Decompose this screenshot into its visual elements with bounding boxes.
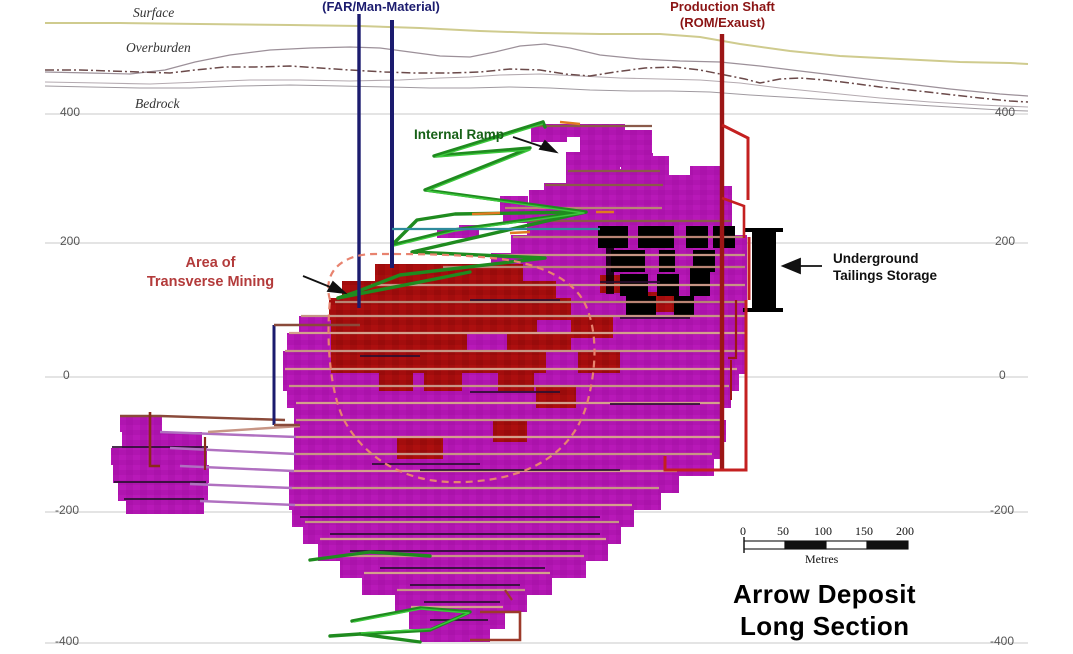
- production-shaft-label-line1: Production Shaft: [670, 0, 775, 14]
- scalebar-tick-150: 150: [855, 524, 873, 538]
- transverse-mining-label-line2: Transverse Mining: [146, 274, 275, 290]
- far-man-material-shafts: [272, 14, 394, 427]
- ramp-orange-connectors: [471, 120, 614, 235]
- tailings-storage-label-line1: Underground: [833, 251, 919, 266]
- tailings-storage-label-line2: Tailings Storage: [833, 268, 938, 283]
- western-satellite-lens: [111, 416, 209, 514]
- leader-arrows: [302, 136, 822, 295]
- scalebar-tick-100: 100: [814, 524, 832, 538]
- level-development-drives: [285, 124, 745, 609]
- axis-left-tick-0: 0: [63, 368, 70, 382]
- ore-block-model: [111, 124, 783, 642]
- bedrock-label: Bedrock: [135, 96, 180, 111]
- bedrock-profile: [44, 65, 1029, 112]
- axis-right-tick-minus200: -200: [990, 503, 1015, 517]
- scalebar-tick-50: 50: [777, 524, 789, 538]
- sublevel-accents: [112, 281, 700, 621]
- production-shaft-label-line2: (ROM/Exaust): [679, 15, 766, 30]
- axis-left-tick-minus200: -200: [55, 503, 80, 517]
- figure-title-line1: Arrow Deposit: [733, 579, 916, 609]
- transverse-mining-outline: [327, 252, 596, 484]
- axis-right-tick-400: 400: [995, 105, 1016, 119]
- scalebar-tick-200: 200: [896, 524, 914, 538]
- axis-right-tick-200: 200: [995, 234, 1016, 248]
- surface-profile: [45, 22, 1029, 65]
- axis-right-tick-minus400: -400: [990, 634, 1015, 648]
- axis-left-tick-400: 400: [60, 105, 81, 119]
- scale-bar: [743, 537, 909, 553]
- scalebar-unit-label: Metres: [805, 552, 839, 566]
- upper-stopes: [437, 124, 732, 238]
- scalebar-tick-0: 0: [740, 524, 746, 538]
- transverse-mining-label-line1: Area of: [185, 255, 236, 271]
- overburden-label: Overburden: [126, 40, 191, 55]
- tailings-storage-column: [743, 228, 783, 312]
- figure-title-line2: Long Section: [740, 611, 910, 641]
- far-man-material-shaft-label: (FAR/Man-Material): [322, 0, 440, 14]
- surface-label: Surface: [133, 5, 175, 20]
- internal-ramp-highlight: [353, 123, 585, 634]
- overburden-profile: [44, 43, 1029, 108]
- western-access-drives: [120, 412, 301, 507]
- production-shaft-line: [470, 34, 751, 642]
- axis-right-tick-0: 0: [999, 368, 1006, 382]
- axis-left-tick-minus400: -400: [55, 634, 80, 648]
- internal-ramp-label: Internal Ramp: [414, 127, 505, 142]
- axis-left-tick-200: 200: [60, 234, 81, 248]
